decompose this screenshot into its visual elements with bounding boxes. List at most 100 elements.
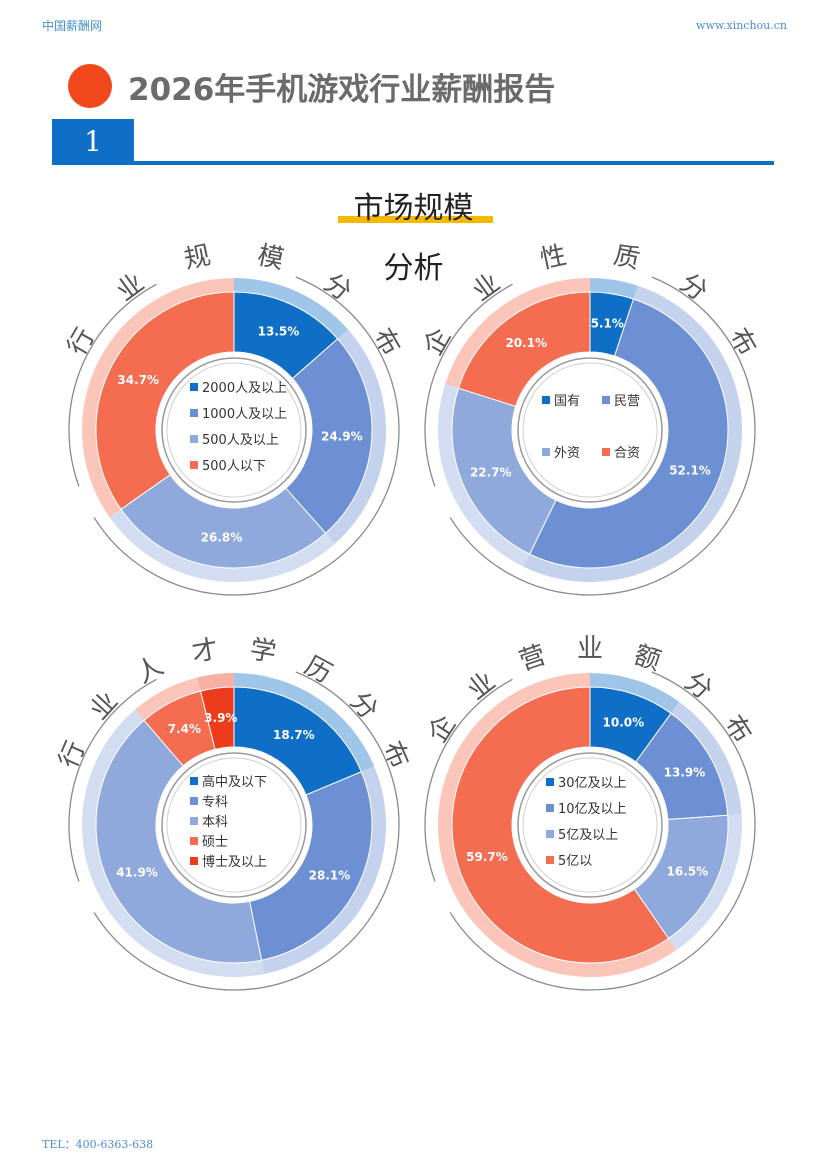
legend-label: 5亿以 [558, 854, 592, 869]
data-label: 52.1% [669, 464, 711, 478]
chart-industry-scale: 13.5%24.9%26.8%34.7%2000人及以上1000人及以上500人… [62, 240, 406, 596]
donut-inner-ring [166, 362, 302, 498]
legend-label: 30亿及以上 [558, 776, 627, 791]
chart-title-char: 布 [718, 710, 757, 748]
donut-halo-segment [234, 673, 375, 772]
donut-halo-segment [590, 673, 680, 714]
chart-title-char: 行 [62, 323, 101, 361]
donut-inner-ring [517, 357, 663, 503]
legend-swatch [190, 857, 198, 865]
data-label: 34.7% [117, 373, 159, 387]
site-name: 中国薪酬网 [42, 19, 103, 33]
data-label: 28.1% [309, 869, 351, 883]
footer-tel: TEL：400-6363-638 [42, 1138, 154, 1151]
data-label: 18.7% [273, 728, 315, 742]
legend-label: 国有 [554, 394, 580, 409]
section-title: 市场规模 [353, 191, 474, 226]
section-subtitle: 分析 [383, 251, 444, 286]
decor-arc [295, 276, 400, 518]
decor-arc [449, 912, 731, 991]
donut-inner-ring [161, 752, 307, 898]
legend-label: 硕士 [202, 835, 228, 850]
data-label: 16.5% [667, 865, 709, 879]
legend-label: 外资 [554, 446, 580, 461]
legend-swatch [190, 777, 198, 785]
chart-title-char: 行 [54, 737, 92, 773]
legend-swatch [542, 448, 550, 456]
donut-halo-segment [590, 278, 638, 300]
site-url[interactable]: www.xinchou.cn [696, 19, 787, 32]
data-label: 3.9% [204, 711, 237, 725]
donut-halo-segment [261, 766, 386, 974]
donut-halo-segment [671, 701, 742, 816]
legend-label: 本科 [202, 815, 228, 830]
donut-halo-segment [134, 677, 201, 721]
chart-title-char: 布 [367, 323, 406, 361]
donut-inner-ring [522, 362, 658, 498]
chart-title-char: 分 [674, 268, 713, 308]
chart-title-char: 额 [630, 640, 664, 677]
decor-arc [68, 678, 157, 882]
chart-title-char: 企 [418, 323, 457, 361]
chart-enterprise-revenue: 10.0% 13.9% 16.5% 59.7% 30亿及以上 10亿及以上 5亿及以上 5亿以… [423, 634, 757, 991]
legend-label: 1000人及以上 [202, 407, 287, 422]
chart-title-char: 性 [538, 240, 570, 275]
donut-inner-ring [166, 757, 302, 893]
legend-swatch [542, 396, 550, 404]
chart-title-char: 质 [611, 240, 643, 275]
data-label: 10.0% [603, 715, 645, 729]
title-bullet-icon [68, 64, 112, 108]
chart-title-char: 学 [248, 634, 279, 668]
legend-swatch [190, 409, 198, 417]
legend-swatch [190, 435, 198, 443]
donut-inner-ring [161, 357, 307, 503]
section-divider [52, 161, 774, 165]
chart-title-char: 才 [190, 634, 221, 668]
legend-label: 5亿及以上 [558, 828, 618, 843]
donut-segment [120, 474, 327, 569]
legend-swatch [602, 448, 610, 456]
legend-swatch [546, 856, 554, 864]
section-number-badge: 1 [52, 119, 134, 165]
decor-arc [68, 283, 157, 487]
data-label: 41.9% [116, 866, 158, 880]
legend-label: 500人及以上 [202, 433, 279, 448]
donut-halo-segment [82, 278, 235, 518]
donut-inner-ring [522, 757, 658, 893]
decor-arc [651, 671, 756, 913]
chart-title-char: 分 [318, 268, 357, 308]
donut-halo-segment [197, 673, 234, 692]
report-title: 2026年手机游戏行业薪酬报告 [128, 72, 556, 108]
legend-swatch [190, 383, 198, 391]
donut-hole [156, 747, 312, 903]
data-label: 5.1% [591, 316, 624, 330]
decor-arc [424, 283, 513, 487]
legend-swatch [546, 804, 554, 812]
decor-arc [93, 912, 375, 991]
data-label: 7.4% [168, 722, 201, 736]
chart-title-char: 业 [462, 666, 501, 706]
legend-label: 博士及以上 [202, 855, 267, 870]
donut-halo-segment [109, 509, 335, 582]
donut-halo-segment [668, 814, 742, 950]
chart-title-char: 业 [467, 268, 506, 308]
chart-title-char: 布 [723, 323, 762, 361]
legend-label: 500人以下 [202, 459, 266, 474]
data-label: 13.9% [664, 766, 706, 780]
donut-hole [512, 747, 668, 903]
chart-title-char: 分 [679, 666, 718, 706]
legend-label: 2000人及以上 [202, 381, 287, 396]
donut-inner-ring [517, 752, 663, 898]
legend-swatch [546, 778, 554, 786]
legend-label: 专科 [202, 795, 228, 810]
chart-title-char: 分 [344, 686, 384, 725]
legend-label: 10亿及以上 [558, 802, 627, 817]
donut-halo-segment [325, 329, 386, 544]
legend-label: 民营 [614, 394, 640, 409]
legend-swatch [190, 837, 198, 845]
decor-arc [424, 678, 513, 882]
decor-arc [93, 517, 375, 596]
donut-hole [156, 352, 312, 508]
decor-arc [651, 276, 756, 518]
data-label: 59.7% [466, 850, 508, 864]
